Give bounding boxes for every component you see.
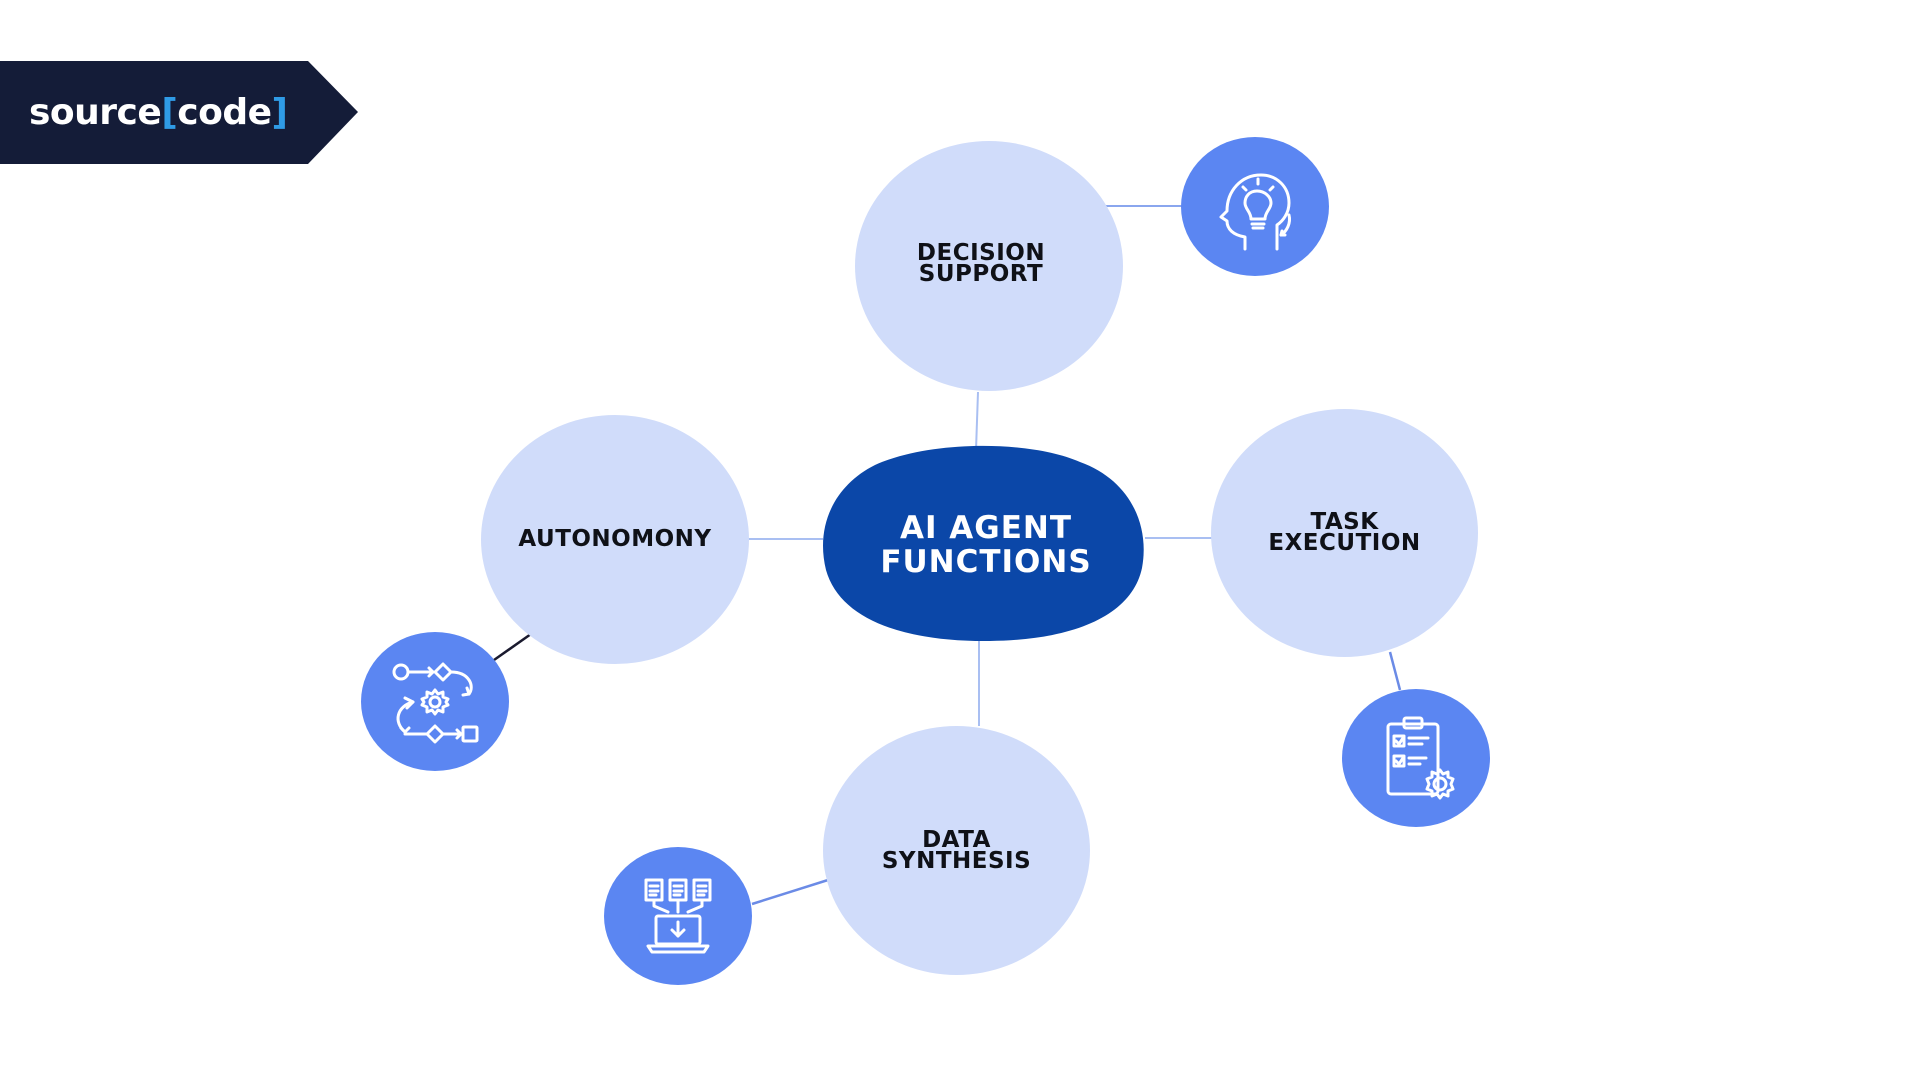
bubble-label-data-synthesis: DATA SYNTHESIS xyxy=(881,826,1032,874)
documents-laptop-download-icon xyxy=(604,847,752,985)
logo-banner xyxy=(0,61,358,164)
connector-center-decision xyxy=(975,391,979,451)
clipboard-gear-icon xyxy=(1342,689,1490,827)
connector-data-icon xyxy=(751,878,829,906)
bubble-data-synthesis: DATA SYNTHESIS xyxy=(823,726,1090,975)
head-lightbulb-icon xyxy=(1181,137,1329,276)
center-blob xyxy=(823,445,1144,642)
bubble-task-execution: TASK EXECUTION xyxy=(1211,409,1478,657)
workflow-gear-icon xyxy=(361,632,509,771)
bubble-label-task-execution: TASK EXECUTION xyxy=(1268,509,1421,556)
bubble-label-decision-support: DECISION SUPPORT xyxy=(916,240,1046,287)
bubble-autonomony: AUTONOMONY xyxy=(481,415,749,664)
logo-bracket-close: ] xyxy=(271,92,288,133)
logo-bracket-open: [ xyxy=(161,92,178,133)
bubble-label-autonomony: AUTONOMONY xyxy=(518,526,712,552)
brand-logo: source[code] xyxy=(0,61,360,164)
logo-wordmark: source[code] xyxy=(29,61,288,164)
bubble-decision-support: DECISION SUPPORT xyxy=(855,141,1123,391)
connector-task-icon xyxy=(1388,651,1402,691)
center-label: AI AGENT FUNCTIONS xyxy=(880,510,1092,580)
connector-autonomony-icon xyxy=(493,632,532,662)
logo-word-source: source xyxy=(29,92,162,133)
logo-word-code: code xyxy=(177,92,272,133)
